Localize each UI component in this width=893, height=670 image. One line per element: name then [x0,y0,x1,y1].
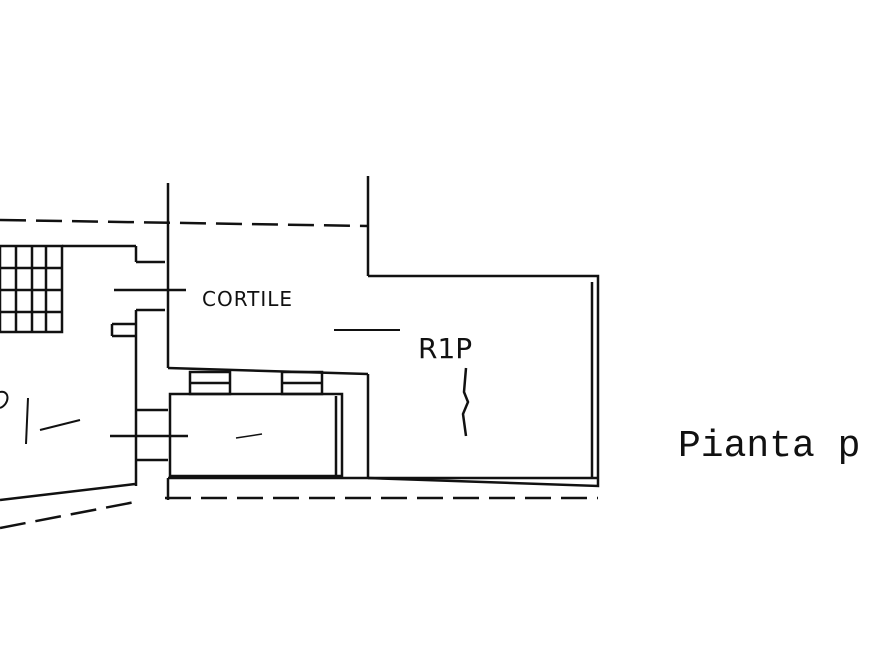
lower-block-pencil-mark [235,433,263,439]
walls [0,176,600,502]
lower-block-outline [167,366,369,376]
pencil-marks [0,367,470,445]
staircase [0,244,64,334]
upper-dashed-boundary [0,218,369,228]
room-label: R1P [418,332,472,365]
left-wall-segment-m [0,482,136,502]
courtyard-label: CORTILE [202,287,293,311]
left-room-pencil-mark [25,397,81,445]
left-edge-letter-fragment [0,390,9,409]
dashed-boundary-lines [0,218,598,530]
diagonal-dashed-boundary [0,500,136,530]
room-r1p-outline [367,274,600,488]
plan-caption: Pianta p [678,425,860,468]
room-r1p-pencil-mark [461,367,470,437]
